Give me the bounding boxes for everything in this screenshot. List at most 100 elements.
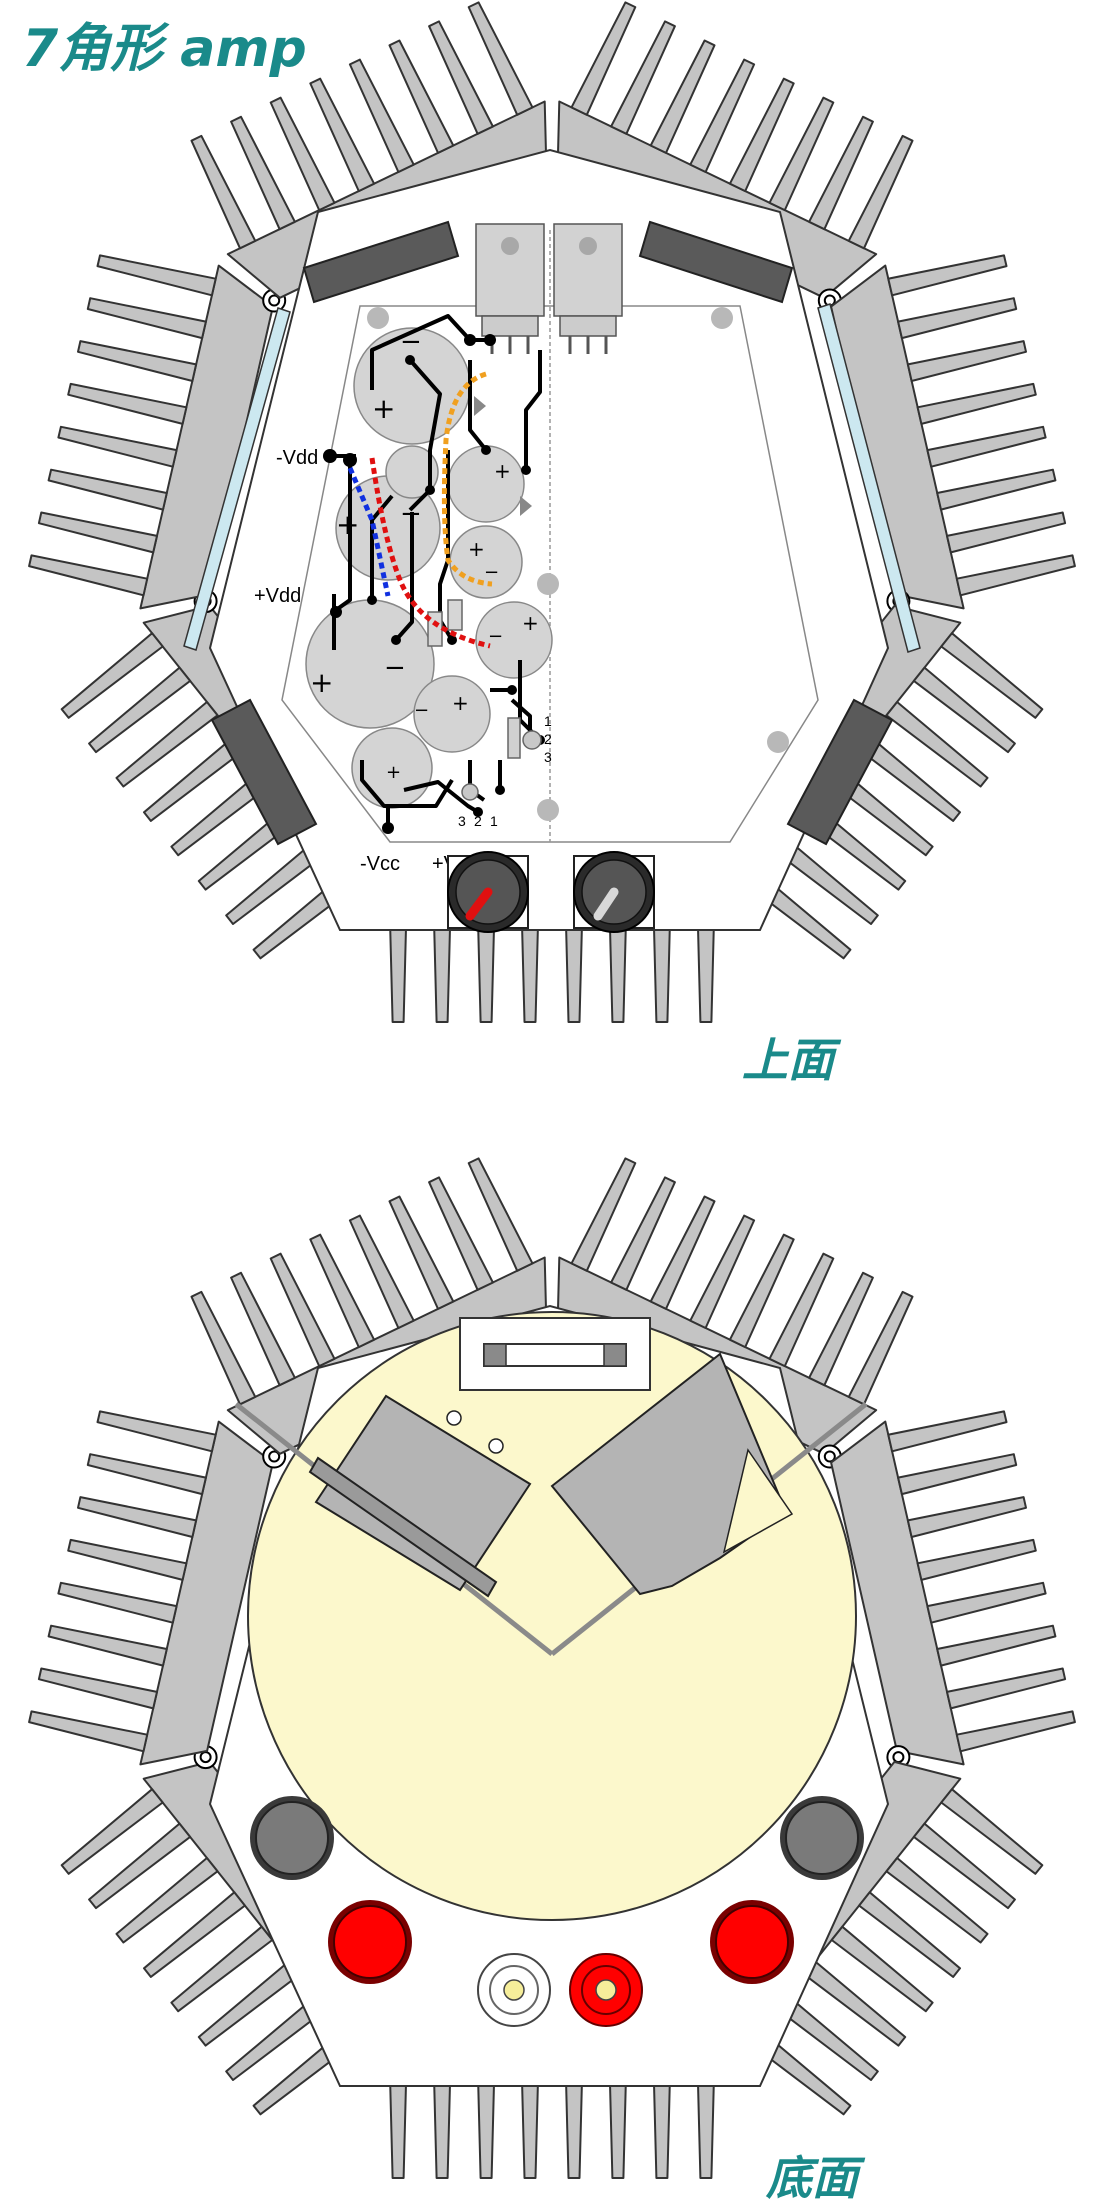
capacitor — [447, 445, 525, 523]
polarity-mark: + — [494, 459, 511, 483]
pin-label: 2 — [474, 813, 482, 829]
heatsink-fin — [60, 1788, 164, 1875]
heatsink-fin — [689, 58, 756, 173]
polarity-mark: − — [414, 700, 429, 721]
polarity-mark: + — [468, 537, 485, 561]
polarity-mark: − — [384, 653, 406, 683]
capacitor — [475, 601, 553, 679]
right-glass-panel — [817, 303, 921, 653]
view-label-top: 上面 — [742, 1033, 842, 1087]
heatsink-fin — [847, 134, 914, 250]
heatsink-fin — [57, 1581, 178, 1624]
heatsink-fin — [57, 425, 178, 468]
pin-label: 3 — [544, 749, 552, 765]
heatsink-fin — [897, 1453, 1018, 1496]
heatsink-fin — [86, 1453, 207, 1496]
board-hole — [711, 307, 733, 329]
wire-orange — [441, 371, 493, 587]
heatsink-fin — [67, 382, 188, 425]
speaker-terminal-gray-left[interactable] — [250, 1796, 334, 1880]
heatsink-fin — [847, 1290, 914, 1406]
heatsink-fin — [77, 340, 198, 382]
heatsink-fin — [77, 1496, 198, 1538]
mounting-screw-hole — [892, 1751, 905, 1764]
heatsink-fin — [610, 20, 676, 135]
fuse-holder — [459, 1317, 651, 1391]
volume-knob-left[interactable] — [447, 851, 529, 933]
regulator-ic-right — [553, 223, 623, 354]
heatsink-fin — [230, 1271, 296, 1387]
heatsink-fin — [887, 254, 1008, 297]
heatsink-fin — [649, 1195, 716, 1310]
wire-red — [369, 457, 491, 649]
heatsink-fin — [830, 1925, 934, 2013]
rca-input-white[interactable] — [477, 1953, 551, 2027]
heatsink-fin — [916, 382, 1037, 425]
bottom-view: 底面 — [28, 1157, 1076, 2200]
transistor-block-left — [210, 698, 318, 846]
mounting-screw-hole — [199, 1751, 212, 1764]
heatsink-fin — [858, 1891, 961, 1978]
mounting-screw-hole — [268, 294, 281, 307]
view-label-bottom: 底面 — [765, 2151, 866, 2200]
pin-label: 1 — [490, 813, 498, 829]
heatsink-fin — [309, 77, 376, 193]
polarity-mark: + — [452, 691, 469, 715]
transistor-block-top-right — [638, 220, 794, 304]
heatsink-fin — [570, 1157, 637, 1272]
speaker-terminal-red-left[interactable] — [328, 1900, 412, 1984]
heatsink-fin — [467, 1, 534, 116]
heatsink-fin — [955, 1710, 1076, 1753]
heatsink-fin — [689, 1214, 756, 1329]
board-hole — [367, 307, 389, 329]
heatsink-fin — [926, 425, 1047, 468]
heatsink-fin — [269, 1252, 336, 1368]
volume-knob-right[interactable] — [573, 851, 655, 933]
transformer-left — [308, 1394, 532, 1598]
label-pos-vdd: +Vdd — [254, 585, 301, 607]
rca-input-red[interactable] — [569, 1953, 643, 2027]
heatsink-fin — [906, 340, 1027, 382]
heatsink-fin — [467, 1157, 534, 1272]
heatsink-fin — [388, 1195, 455, 1310]
speaker-terminal-gray-right[interactable] — [780, 1796, 864, 1880]
heatsink-fin — [808, 1271, 874, 1387]
heatsink-fin — [96, 1410, 217, 1453]
heatsink-fin — [28, 1710, 149, 1753]
heatsink-fin — [428, 1176, 494, 1291]
transistor-block-top-left — [302, 220, 460, 304]
heatsink-fin — [940, 1788, 1044, 1875]
heatsink-fin — [37, 511, 158, 554]
heatsink-fin — [926, 1581, 1047, 1624]
board-hole — [767, 731, 789, 753]
heatsink-fin — [946, 1667, 1067, 1710]
heatsink-fin — [946, 511, 1067, 554]
heatsink-fin — [86, 297, 207, 340]
heatsink-fin — [348, 58, 415, 173]
speaker-terminal-red-right[interactable] — [710, 1900, 794, 1984]
heatsink-fin — [47, 468, 168, 511]
polarity-mark: + — [336, 508, 359, 541]
heatsink-fin — [936, 468, 1057, 511]
polarity-mark: − — [484, 562, 499, 583]
heatsink-fin — [912, 666, 1016, 754]
label-neg-vcc: -Vcc — [360, 853, 400, 875]
heatsink-fin — [190, 134, 257, 250]
heatsink-fin — [887, 1410, 1008, 1453]
polarity-mark: + — [310, 666, 333, 699]
heatsink-fin — [388, 39, 455, 154]
capacitor — [385, 445, 439, 499]
heatsink-fin — [309, 1233, 376, 1349]
heatsink-fin — [885, 1857, 989, 1944]
heatsink-fin — [912, 1822, 1016, 1910]
heatsink-fin — [143, 1891, 246, 1978]
board-hole — [537, 573, 559, 595]
heatsink-fin — [610, 1176, 676, 1291]
heatsink-fin — [230, 115, 296, 231]
polarity-mark: + — [522, 611, 539, 635]
heatsink-fin — [190, 1290, 257, 1406]
heatsink-fin — [88, 1822, 192, 1910]
heatsink-fin — [348, 1214, 415, 1329]
mounting-screw-hole — [823, 1450, 836, 1463]
